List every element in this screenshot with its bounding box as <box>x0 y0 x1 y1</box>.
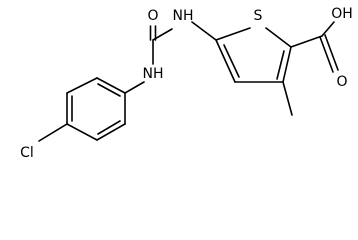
bond-cooh-o-a <box>319 36 334 73</box>
bond-ph-2-3 <box>66 77 98 94</box>
bond-th-inner-a <box>276 50 285 80</box>
bond-ph-5-6 <box>96 123 126 141</box>
bonds <box>38 21 339 142</box>
atom-o-acid: O <box>336 74 347 90</box>
atom-cl: Cl <box>20 145 34 161</box>
bond-nh-thiophene <box>191 21 217 41</box>
atom-nh-left: NH <box>143 66 164 82</box>
atom-labels: O NH NH S OH O Cl <box>20 6 353 161</box>
atom-oh: OH <box>331 6 353 22</box>
bond-nh-phenyl <box>124 81 145 94</box>
atom-nh-top: NH <box>173 8 194 24</box>
bond-th-c5-s <box>215 27 251 41</box>
bond-th-c2-c3 <box>282 46 292 83</box>
bond-th-cooh <box>290 35 323 48</box>
bond-ph-cl <box>38 123 68 142</box>
atom-s: S <box>254 8 263 24</box>
bond-urea-c-nh-top <box>152 28 173 41</box>
bond-th-s-c2 <box>265 27 292 48</box>
bond-ph-4-5 <box>66 123 98 141</box>
bond-ph-inner-a <box>97 83 121 97</box>
bond-th-methyl <box>282 81 293 116</box>
molecule-drawing: O NH NH S OH O Cl <box>20 6 353 161</box>
atom-o-carbonyl: O <box>147 8 158 24</box>
structure-svg: O NH NH S OH O Cl <box>20 6 353 161</box>
bond-cooh-oh <box>321 21 335 37</box>
bond-ph-inner-c <box>97 120 121 135</box>
bond-th-inner-b <box>223 44 240 78</box>
bond-th-c4-c5 <box>215 39 236 83</box>
bond-ph-1-2 <box>96 77 126 94</box>
bond-cooh-o-b <box>324 34 339 71</box>
